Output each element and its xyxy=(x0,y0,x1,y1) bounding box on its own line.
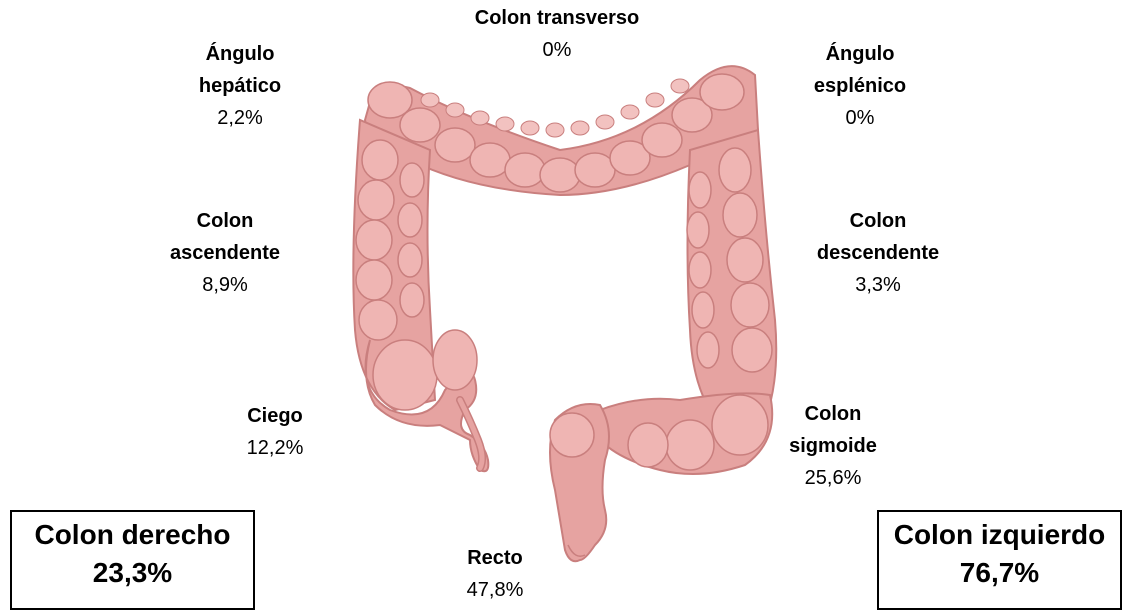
label-name-line2: descendente xyxy=(793,237,963,269)
total-percentage: 76,7% xyxy=(879,554,1120,592)
label-name-line2: ascendente xyxy=(145,237,305,269)
total-colon-derecho-box: Colon derecho 23,3% xyxy=(10,510,255,610)
label-angulo-hepatico: Ángulo hepático 2,2% xyxy=(165,38,315,134)
total-name: Colon izquierdo xyxy=(879,516,1120,554)
total-colon-izquierdo-box: Colon izquierdo 76,7% xyxy=(877,510,1122,610)
label-name-line2: hepático xyxy=(165,70,315,102)
label-name-line1: Colon xyxy=(773,398,893,430)
label-percentage: 25,6% xyxy=(773,462,893,494)
label-name: Colon transverso xyxy=(447,2,667,34)
label-percentage: 0% xyxy=(780,102,940,134)
label-name-line1: Ángulo xyxy=(780,38,940,70)
label-percentage: 8,9% xyxy=(145,269,305,301)
total-percentage: 23,3% xyxy=(12,554,253,592)
sigmoid-colon-shape xyxy=(600,393,772,474)
label-name-line2: sigmoide xyxy=(773,430,893,462)
label-name: Recto xyxy=(435,542,555,574)
label-ciego: Ciego 12,2% xyxy=(215,400,335,464)
descending-colon-shape xyxy=(687,130,776,420)
label-name-line1: Ángulo xyxy=(165,38,315,70)
label-percentage: 12,2% xyxy=(215,432,335,464)
rectum-shape xyxy=(550,404,609,561)
label-colon-transverso: Colon transverso 0% xyxy=(447,2,667,66)
label-angulo-esplenico: Ángulo esplénico 0% xyxy=(780,38,940,134)
label-name-line2: esplénico xyxy=(780,70,940,102)
label-percentage: 3,3% xyxy=(793,269,963,301)
label-percentage: 0% xyxy=(447,34,667,66)
label-colon-descendente: Colon descendente 3,3% xyxy=(793,205,963,301)
label-name-line1: Colon xyxy=(793,205,963,237)
label-colon-sigmoide: Colon sigmoide 25,6% xyxy=(773,398,893,494)
label-name-line1: Colon xyxy=(145,205,305,237)
total-name: Colon derecho xyxy=(12,516,253,554)
label-percentage: 47,8% xyxy=(435,574,555,606)
cecum-shape xyxy=(366,330,489,471)
label-colon-ascendente: Colon ascendente 8,9% xyxy=(145,205,305,301)
label-percentage: 2,2% xyxy=(165,102,315,134)
label-name: Ciego xyxy=(215,400,335,432)
label-recto: Recto 47,8% xyxy=(435,542,555,606)
